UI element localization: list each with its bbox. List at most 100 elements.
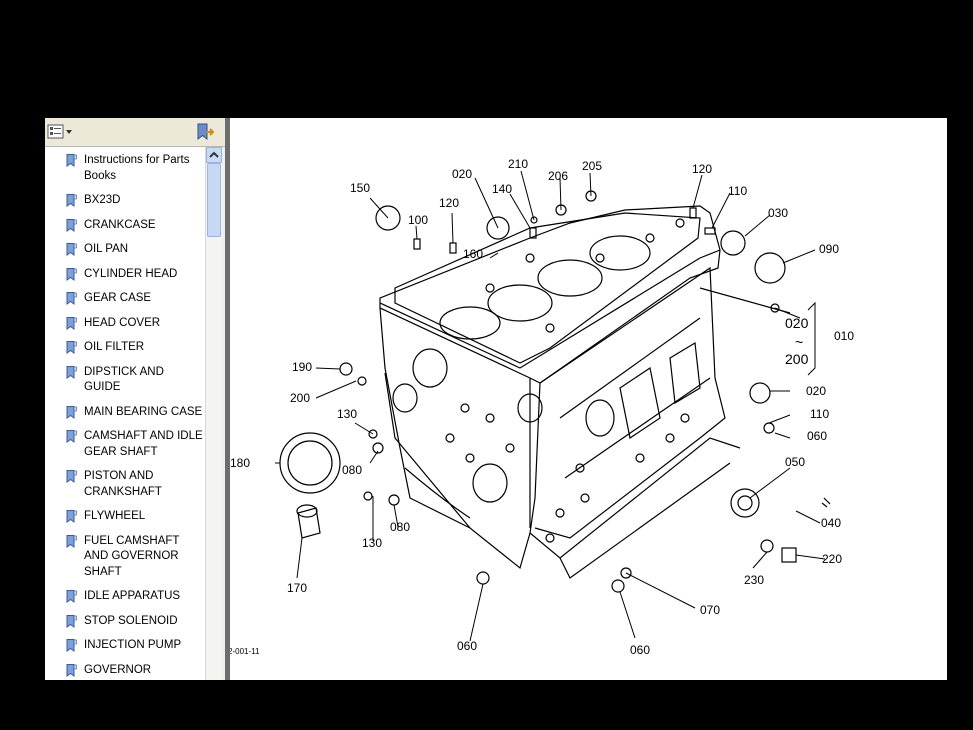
bookmarks-scrollbar[interactable] — [205, 147, 222, 680]
bookmark-item[interactable]: MAIN BEARING CASE — [45, 403, 205, 423]
bookmarks-toolbar — [45, 118, 225, 147]
bookmark-label: CYLINDER HEAD — [84, 267, 178, 280]
options-button[interactable] — [47, 123, 73, 141]
bookmark-label: STOP SOLENOID — [84, 614, 178, 627]
bookmark-icon — [66, 292, 77, 305]
leader-lines — [275, 170, 826, 642]
part-170: 170 — [287, 581, 307, 595]
part-080-b: 080 — [390, 520, 410, 534]
part-210: 210 — [508, 157, 528, 171]
part-040: 040 — [821, 516, 841, 530]
bookmark-icon — [66, 430, 77, 443]
bookmark-item[interactable]: FLYWHEEL — [45, 507, 205, 527]
part-030: 030 — [768, 206, 788, 220]
bookmark-item[interactable]: STOP SOLENOID — [45, 612, 205, 632]
part-numbers: 150 100 120 020 140 210 206 205 160 120 … — [230, 157, 854, 657]
range-to: 200 — [785, 351, 809, 367]
bookmark-label: HEAD COVER — [84, 316, 161, 329]
expand-bookmark-button[interactable] — [195, 122, 215, 142]
bookmark-label: GEAR CASE — [84, 292, 152, 304]
bookmark-item[interactable]: HEAD COVER — [45, 314, 205, 334]
bookmark-icon — [66, 405, 77, 419]
bookmark-item[interactable]: DIPSTICK AND GUIDE — [45, 363, 205, 398]
bookmark-item[interactable]: CYLINDER HEAD — [45, 265, 205, 285]
bookmark-icon — [66, 534, 77, 548]
bookmark-label: Instructions for Parts Books — [84, 154, 190, 182]
bookmark-icon — [66, 614, 77, 628]
document-page: 150 100 120 020 140 210 206 205 160 120 … — [230, 118, 947, 680]
bookmark-item[interactable]: INJECTION PUMP — [45, 636, 205, 656]
bookmark-label: FLYWHEEL — [84, 510, 146, 522]
bookmark-icon — [66, 316, 77, 330]
bookmark-label: CAMSHAFT AND IDLE GEAR SHAFT — [84, 430, 203, 458]
bookmark-item[interactable]: CRANKCASE — [45, 216, 205, 236]
bookmark-label: MAIN BEARING CASE — [84, 405, 203, 418]
bookmark-icon — [66, 365, 77, 379]
bookmark-item[interactable]: OIL FILTER — [45, 338, 205, 358]
part-140: 140 — [492, 182, 512, 196]
bookmark-icon — [66, 154, 77, 167]
bookmark-expand-icon — [197, 123, 215, 141]
part-205: 205 — [582, 159, 602, 173]
bookmark-item[interactable]: OIL PAN — [45, 240, 205, 260]
bookmark-label: GOVERNOR — [84, 663, 152, 676]
part-180: 180 — [230, 456, 250, 470]
part-120-b: 120 — [692, 162, 712, 176]
part-190: 190 — [292, 360, 312, 374]
figure-code: 2-001-11 — [230, 647, 260, 656]
part-060-a: 060 — [807, 429, 827, 443]
part-110-b: 110 — [810, 407, 829, 421]
options-icon — [47, 124, 72, 139]
bookmark-label: OIL PAN — [84, 243, 129, 255]
bookmark-icon — [66, 590, 77, 603]
bookmark-icon — [66, 194, 77, 207]
part-080: 080 — [342, 463, 362, 477]
bookmark-label: IDLE APPARATUS — [84, 590, 181, 602]
part-020: 020 — [452, 167, 472, 181]
bookmark-label: CRANKCASE — [84, 218, 156, 231]
part-130: 130 — [337, 407, 357, 421]
bookmark-item[interactable]: BX23D — [45, 191, 205, 211]
bookmark-label: DIPSTICK AND GUIDE — [84, 365, 164, 394]
scroll-up-button[interactable] — [206, 147, 222, 163]
part-070: 070 — [700, 603, 720, 617]
part-150: 150 — [350, 181, 370, 195]
bookmark-icon — [66, 663, 77, 677]
bookmark-label: BX23D — [84, 194, 121, 206]
panel-splitter[interactable] — [225, 118, 230, 680]
part-020-b: 020 — [806, 384, 826, 398]
bookmark-label: INJECTION PUMP — [84, 639, 182, 651]
part-060-b: 060 — [457, 639, 477, 653]
bookmark-icon — [66, 510, 77, 523]
bookmark-icon — [66, 341, 77, 354]
part-110: 110 — [728, 184, 747, 198]
part-120: 120 — [439, 196, 459, 210]
part-100: 100 — [408, 213, 428, 227]
part-160: 160 — [463, 247, 483, 261]
bookmark-icon — [66, 243, 77, 256]
bookmark-item[interactable]: Instructions for Parts Books — [45, 151, 205, 186]
part-090: 090 — [819, 242, 839, 256]
scroll-thumb[interactable] — [207, 163, 221, 237]
bookmark-item[interactable]: GOVERNOR — [45, 661, 205, 681]
range-from: 020 — [785, 315, 809, 331]
bookmark-icon — [66, 470, 77, 483]
part-050: 050 — [785, 455, 805, 469]
bookmark-item[interactable]: FUEL CAMSHAFT AND GOVERNOR SHAFT — [45, 532, 205, 583]
bookmark-icon — [66, 267, 77, 281]
part-130-b: 130 — [362, 536, 382, 550]
part-206: 206 — [548, 169, 568, 183]
bookmark-item[interactable]: GEAR CASE — [45, 289, 205, 309]
part-200: 200 — [290, 391, 310, 405]
bookmark-item[interactable]: IDLE APPARATUS — [45, 587, 205, 607]
part-010: 010 — [834, 329, 854, 343]
bookmark-icon — [66, 218, 77, 232]
bookmark-label: FUEL CAMSHAFT AND GOVERNOR SHAFT — [84, 534, 180, 578]
chevron-up-icon — [209, 151, 219, 158]
bookmark-item[interactable]: CAMSHAFT AND IDLE GEAR SHAFT — [45, 427, 205, 462]
range-tilde: ~ — [795, 334, 803, 350]
part-220: 220 — [822, 552, 842, 566]
bookmark-item[interactable]: PISTON AND CRANKSHAFT — [45, 467, 205, 502]
